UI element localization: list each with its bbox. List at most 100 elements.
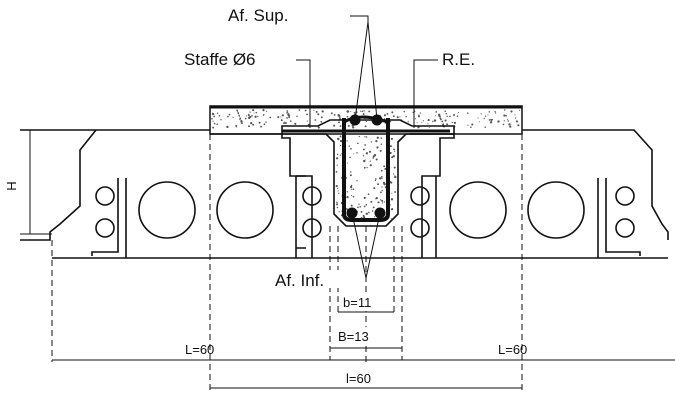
concrete-speck: [470, 126, 472, 128]
concrete-speck: [375, 198, 377, 200]
concrete-speck: [392, 173, 395, 175]
concrete-speck: [381, 175, 383, 178]
left-hollow-circle-2: [216, 181, 274, 239]
right-hollow-circle-1: [449, 181, 507, 239]
concrete-speck: [421, 122, 423, 124]
concrete-speck: [494, 111, 496, 113]
concrete-speck: [370, 141, 372, 143]
concrete-speck: [391, 192, 393, 194]
concrete-speck: [211, 117, 213, 120]
concrete-speck: [346, 140, 348, 142]
concrete-speck: [453, 114, 455, 116]
concrete-speck: [228, 113, 231, 116]
concrete-speck: [381, 199, 384, 202]
concrete-speck: [370, 200, 373, 203]
concrete-speck: [457, 111, 459, 113]
concrete-speck: [384, 167, 387, 170]
concrete-speck: [382, 181, 386, 185]
concrete-speck: [389, 204, 391, 206]
concrete-speck: [263, 123, 266, 126]
rib-concrete-texture: [335, 135, 397, 222]
left-bracket-4: [296, 175, 306, 249]
concrete-speck: [367, 193, 370, 196]
concrete-speck: [250, 122, 253, 125]
concrete-speck: [446, 115, 448, 118]
concrete-speck: [381, 177, 383, 180]
concrete-speck: [213, 122, 216, 125]
concrete-speck: [471, 123, 474, 126]
concrete-speck: [446, 123, 449, 126]
concrete-speck: [380, 137, 383, 139]
concrete-speck: [213, 115, 216, 118]
concrete-speck: [320, 120, 323, 123]
stirrup-ø6: [342, 118, 390, 222]
concrete-speck: [236, 110, 239, 112]
concrete-speck: [393, 166, 396, 169]
concrete-speck: [346, 191, 349, 193]
concrete-speck: [380, 169, 383, 172]
staffe-label: Staffe Ø6: [184, 50, 256, 69]
concrete-speck: [362, 113, 365, 116]
concrete-speck: [519, 109, 521, 111]
concrete-speck: [419, 112, 422, 114]
concrete-speck: [363, 205, 366, 208]
left-bracket-3: [91, 178, 119, 256]
left-small-circle-1: [95, 186, 115, 206]
concrete-speck: [390, 137, 393, 140]
concrete-speck: [333, 124, 336, 127]
concrete-speck: [374, 178, 377, 180]
concrete-speck: [280, 116, 282, 118]
concrete-speck: [284, 122, 287, 124]
concrete-speck: [379, 177, 382, 180]
concrete-speck: [514, 114, 516, 116]
concrete-speck: [353, 153, 355, 155]
af-inf-label-bg: [274, 270, 344, 288]
concrete-speck: [444, 110, 446, 112]
right-block-outline: [522, 129, 669, 240]
concrete-speck: [363, 159, 366, 163]
h-label: H: [4, 181, 19, 190]
concrete-speck: [251, 115, 253, 117]
concrete-speck: [249, 115, 252, 119]
concrete-speck: [516, 121, 518, 123]
concrete-speck: [360, 110, 362, 112]
concrete-speck: [364, 159, 366, 161]
concrete-speck: [306, 113, 308, 116]
concrete-speck: [369, 160, 371, 162]
concrete-speck: [339, 135, 342, 138]
right-bracket-3: [605, 178, 641, 256]
concrete-speck: [390, 181, 393, 184]
concrete-speck: [379, 149, 382, 152]
concrete-speck: [433, 119, 437, 122]
concrete-speck: [381, 186, 383, 188]
concrete-speck: [491, 118, 493, 121]
right-small-circle-4: [615, 218, 635, 238]
concrete-speck: [280, 119, 283, 122]
concrete-speck: [216, 112, 219, 115]
concrete-speck: [377, 183, 380, 186]
concrete-speck: [337, 187, 339, 189]
concrete-speck: [376, 136, 379, 139]
left-small-circle-3: [302, 186, 322, 206]
right-hollow-circle-2: [527, 181, 585, 239]
concrete-speck: [440, 118, 442, 121]
concrete-speck: [352, 126, 355, 129]
concrete-speck: [484, 126, 486, 128]
concrete-speck: [417, 115, 421, 118]
concrete-speck: [399, 116, 401, 118]
concrete-speck: [380, 143, 383, 145]
concrete-speck: [510, 110, 513, 113]
concrete-speck: [232, 116, 234, 119]
concrete-speck: [371, 210, 374, 212]
staffe-leader: [296, 59, 311, 128]
concrete-speck: [365, 136, 368, 138]
concrete-speck: [281, 114, 284, 117]
concrete-speck: [363, 110, 365, 112]
concrete-speck: [238, 115, 241, 117]
concrete-speck: [435, 111, 438, 113]
concrete-speck: [352, 188, 355, 191]
concrete-speck: [503, 109, 506, 111]
concrete-speck: [490, 118, 492, 121]
concrete-speck: [375, 139, 378, 143]
concrete-speck: [432, 120, 434, 123]
